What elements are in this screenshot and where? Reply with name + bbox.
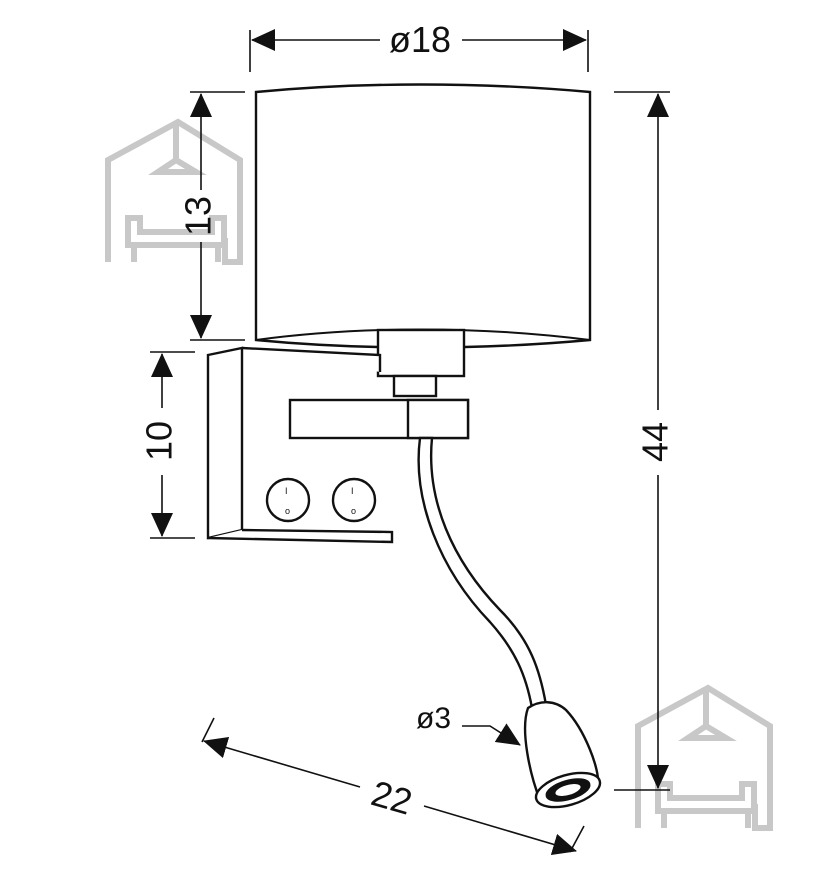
switch-2-off-label: o [351, 506, 356, 516]
flexible-gooseneck-arm [417, 436, 548, 710]
shade-holder [376, 328, 466, 398]
shade-height-label: 13 [178, 196, 219, 236]
led-diameter-label: ø3 [416, 702, 451, 735]
dimension-total-height: 44 [614, 91, 676, 791]
dimension-shade-diameter: ø18 [249, 19, 589, 72]
switch-1: I o [265, 477, 311, 523]
dimension-base-height: 10 [139, 351, 195, 539]
led-reading-head [523, 701, 602, 809]
switch-1-off-label: o [285, 506, 290, 516]
shade-diameter-label: ø18 [389, 19, 451, 60]
watermark-logo-left [105, 118, 243, 265]
dimension-shade-height: 13 [178, 91, 245, 341]
base-height-label: 10 [139, 421, 180, 461]
dimension-reach: 22 [201, 717, 585, 856]
switch-2: I o [331, 477, 377, 523]
dimension-led-diameter: ø3 [416, 702, 521, 746]
lamp-shade [254, 83, 592, 349]
total-height-label: 44 [635, 422, 676, 462]
reach-label: 22 [367, 772, 417, 822]
switch-1-on-label: I [285, 486, 288, 496]
switch-2-on-label: I [351, 486, 354, 496]
wall-base [206, 346, 470, 544]
